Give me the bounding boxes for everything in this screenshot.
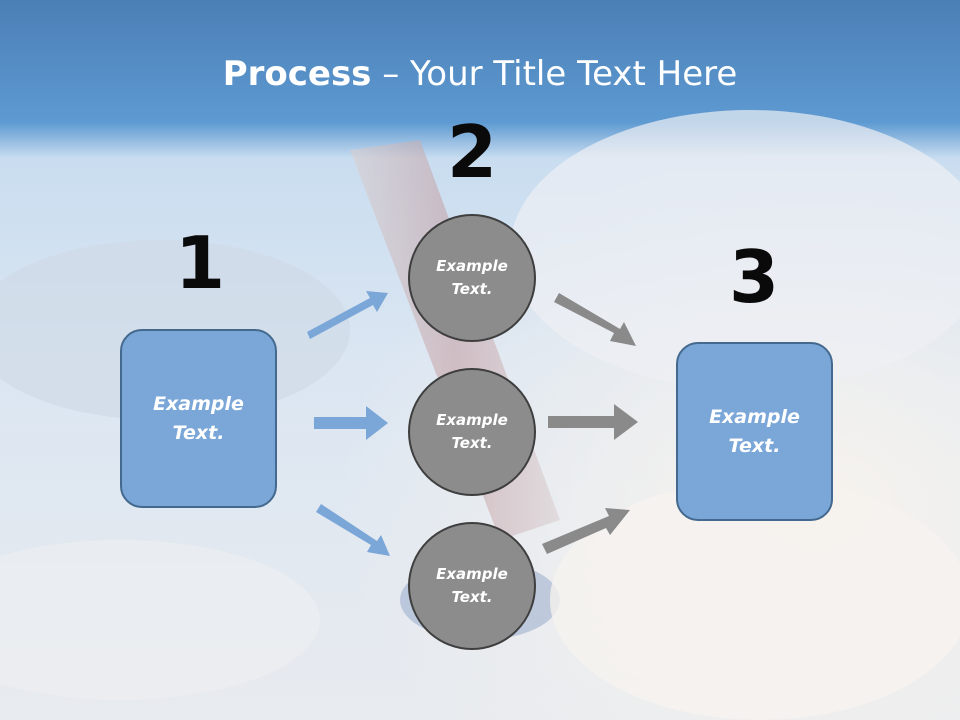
- arrow-1-to-circle-1: [307, 291, 388, 339]
- arrow-1-to-circle-3: [316, 504, 390, 556]
- step-2-circle-2-text: Example Text.: [436, 410, 508, 452]
- step-2-circle-3-text: Example Text.: [436, 564, 508, 606]
- slide-title: Process – Your Title Text Here: [0, 54, 960, 94]
- slide-title-rest: – Your Title Text Here: [371, 54, 738, 94]
- step-1-box-text: Example Text.: [153, 393, 244, 444]
- step-1-box: Example Text.: [120, 329, 277, 508]
- step-1-number: 1: [174, 221, 226, 305]
- step-3-box-text: Example Text.: [709, 406, 800, 457]
- step-2-circle-1-text: Example Text.: [436, 256, 508, 298]
- step-3-box: Example Text.: [676, 342, 833, 521]
- arrow-circle-2-to-3: [548, 404, 638, 440]
- arrow-1-to-circle-2: [314, 406, 388, 440]
- arrow-circle-3-to-3: [542, 508, 630, 554]
- step-2-circle-2: Example Text.: [408, 368, 536, 496]
- step-2-circle-1: Example Text.: [408, 214, 536, 342]
- slide-title-bold: Process: [222, 54, 372, 94]
- step-3-number: 3: [728, 235, 780, 319]
- step-2-number: 2: [446, 110, 498, 194]
- arrow-circle-1-to-3: [554, 293, 636, 346]
- step-2-circle-3: Example Text.: [408, 522, 536, 650]
